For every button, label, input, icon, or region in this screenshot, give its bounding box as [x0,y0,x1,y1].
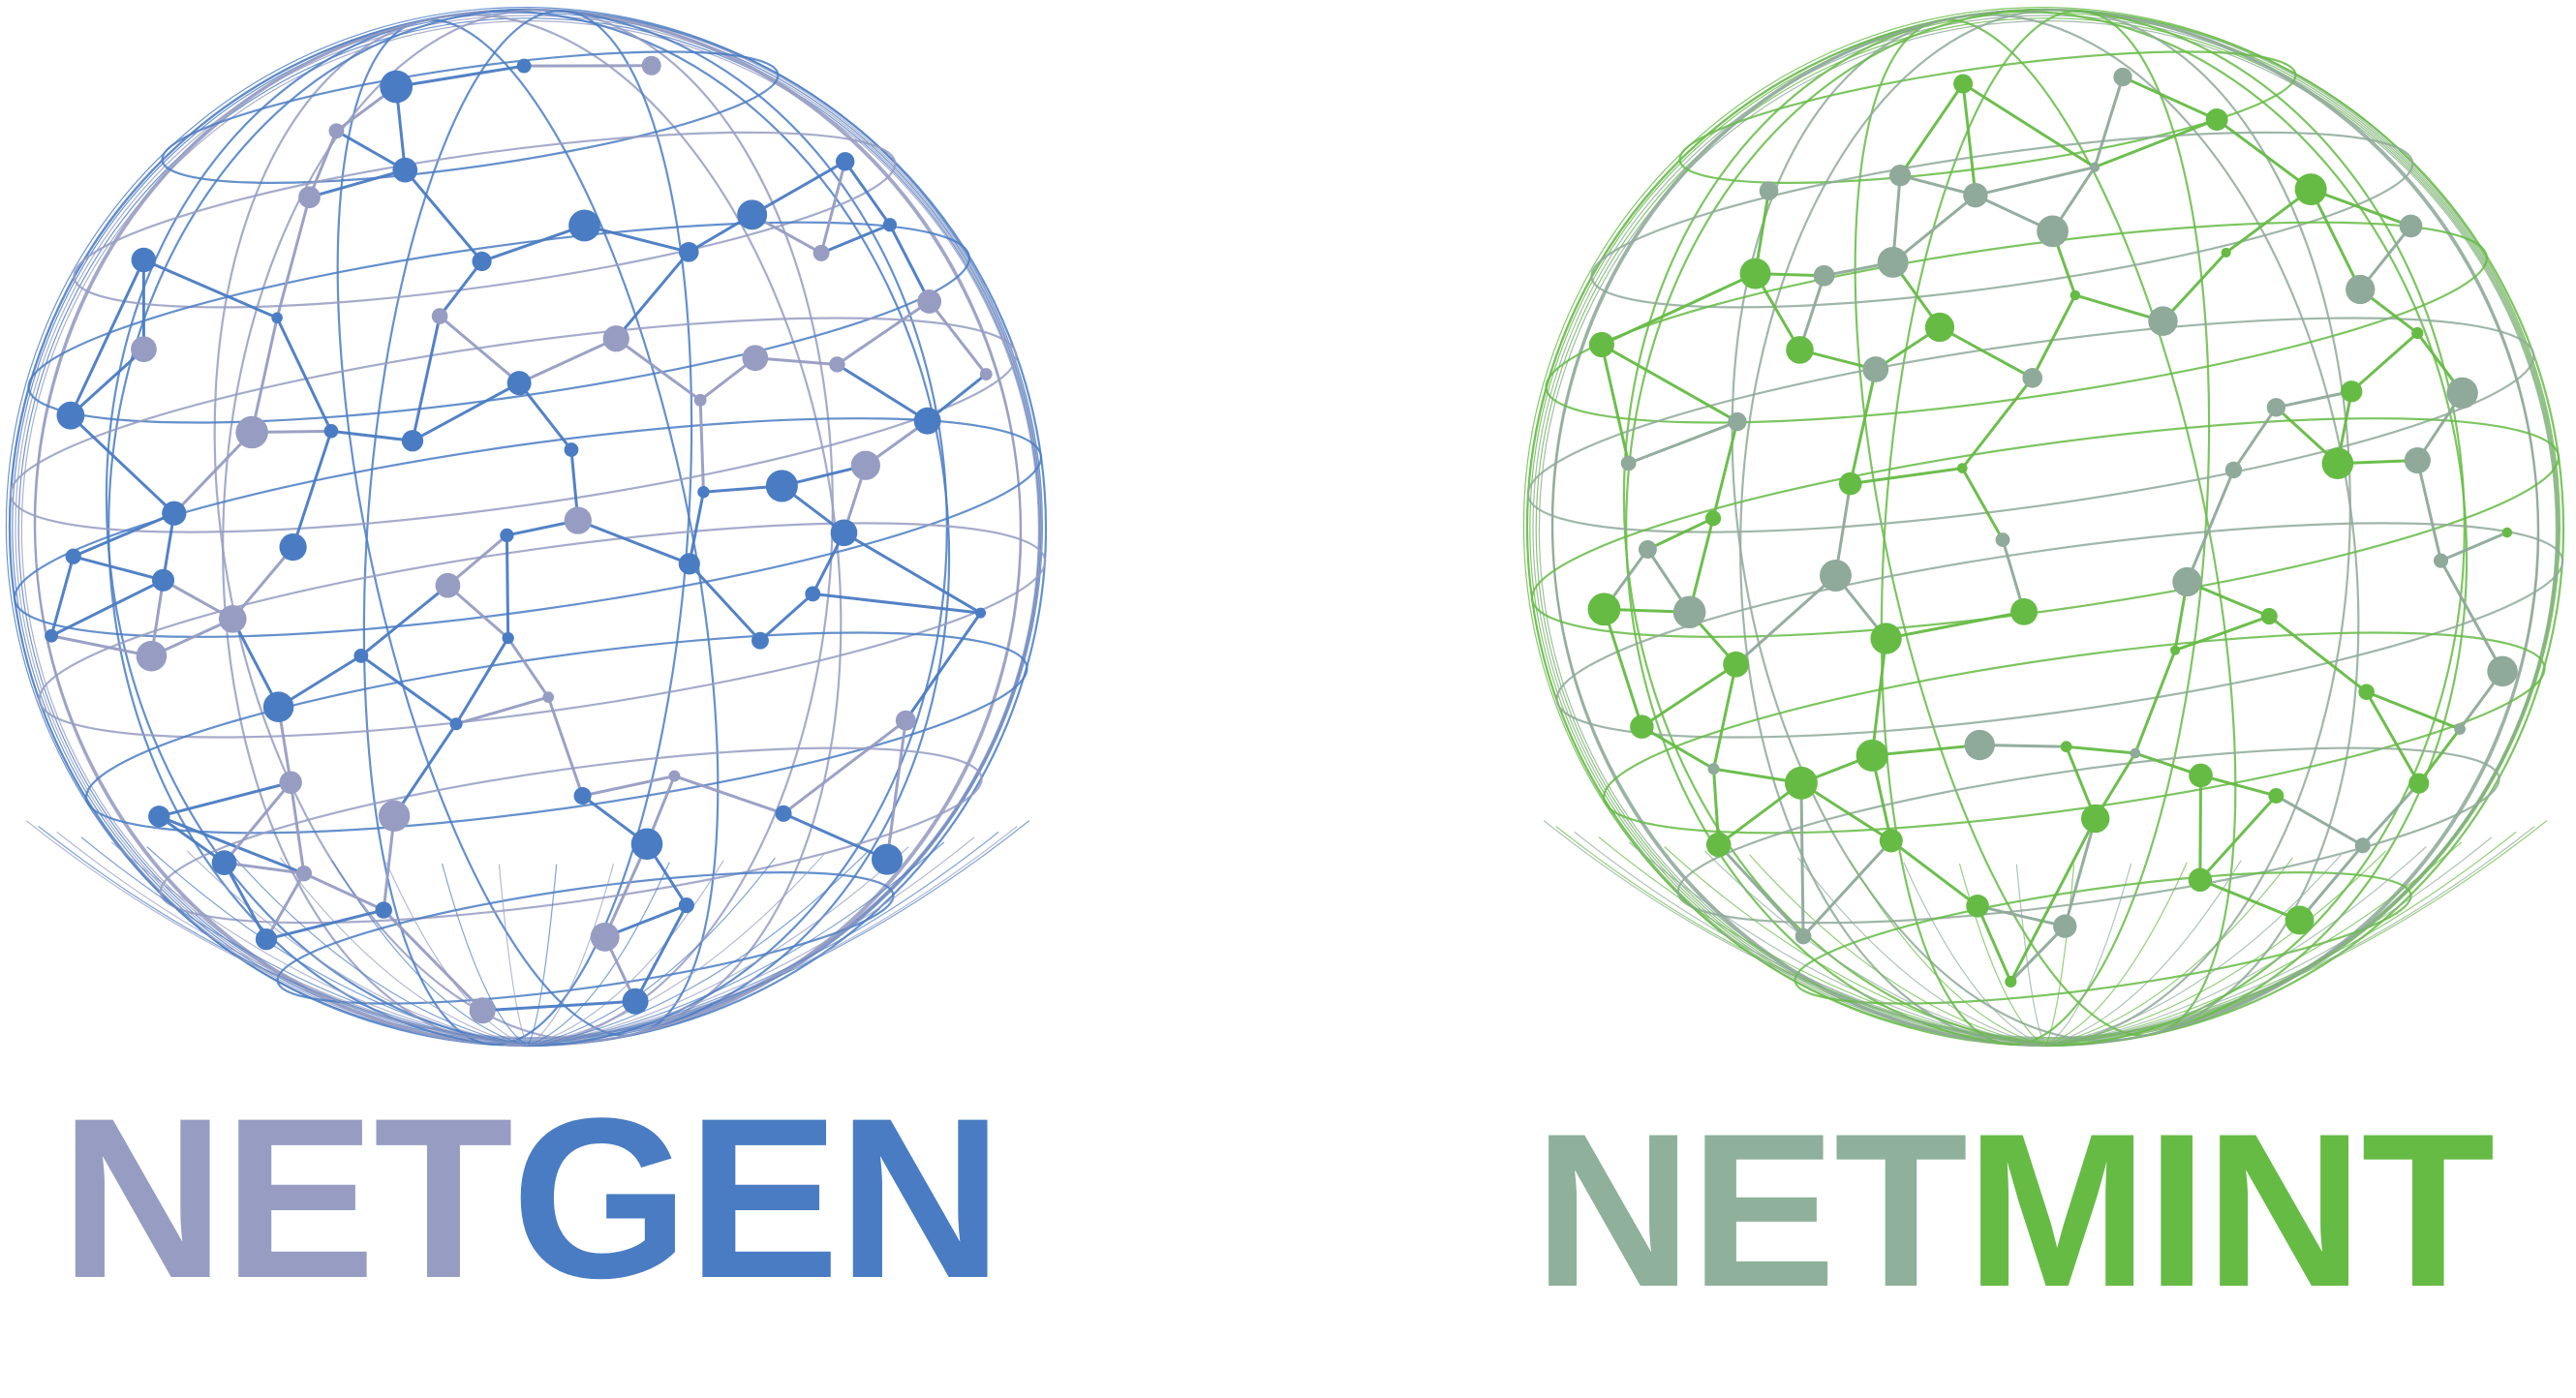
wordmark-net: NET [1534,1087,1968,1332]
netmint-logo: NETMINT [1511,0,2576,1398]
netgen-logo: NETGEN [0,0,1075,1398]
network-globe-icon [1522,6,2565,1048]
wordmark-gen: GEN [511,1071,1002,1326]
wordmark-mint: MINT [1966,1087,2495,1332]
netmint-wordmark: NETMINT [1534,1087,2495,1332]
wordmark-net: NET [60,1071,513,1326]
network-globe-icon [5,6,1048,1048]
netgen-wordmark: NETGEN [60,1071,1002,1326]
